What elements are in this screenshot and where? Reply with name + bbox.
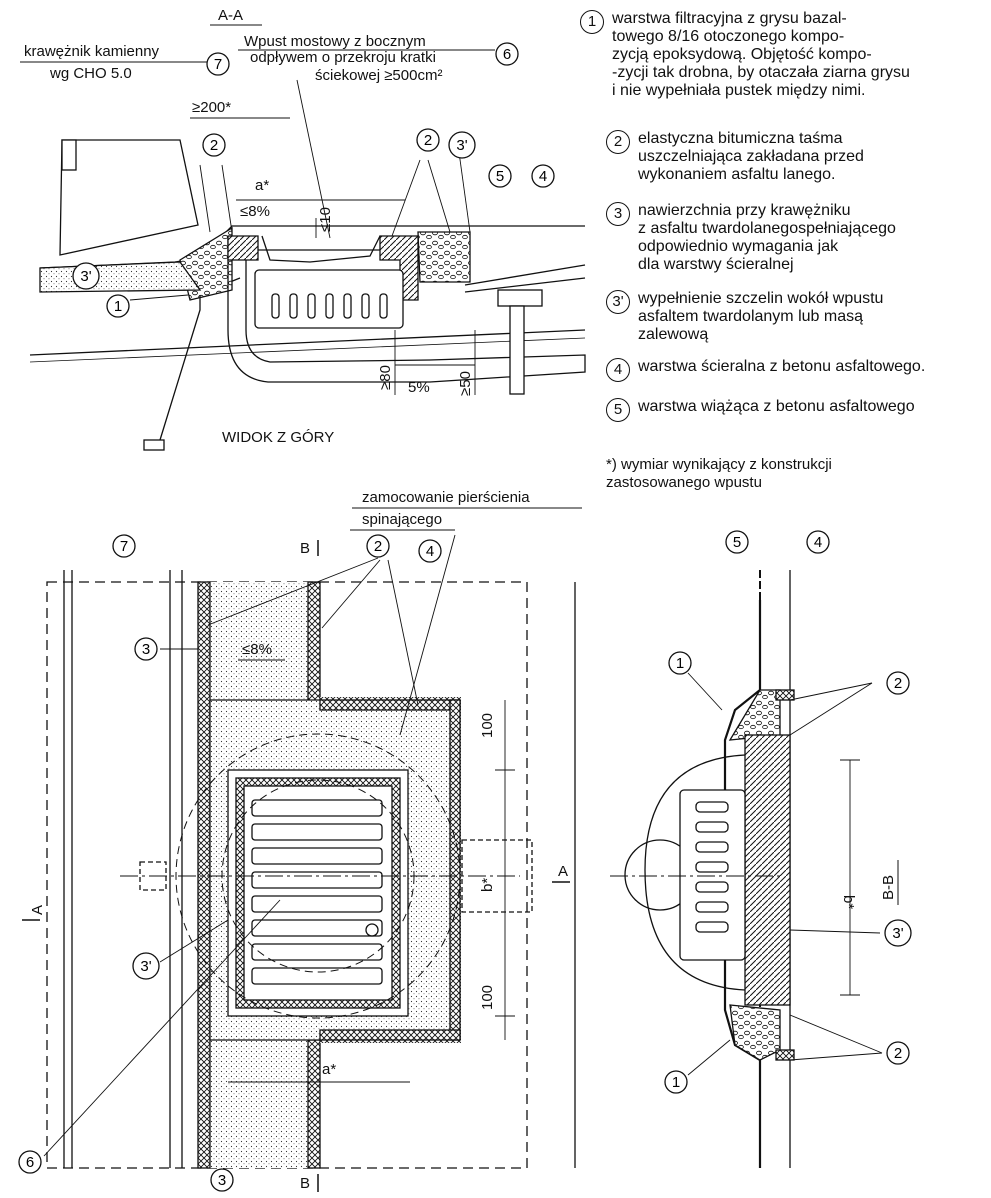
plan-callouts: 7 2 4 3 3' 6 3	[18, 534, 442, 1192]
legend-text: warstwa filtracyjna z grysu bazal- toweg…	[612, 10, 910, 99]
ring-label-1: zamocowanie pierścienia	[362, 489, 530, 506]
plan-callout-3p: 3'	[140, 958, 151, 975]
plan-callout-4: 4	[426, 543, 434, 560]
callout-4: 4	[539, 168, 547, 185]
legend-item-3p: 3' wypełnienie szczelin wokół wpustu asf…	[606, 290, 883, 344]
legend-num: 3	[606, 202, 630, 226]
slope-8-plan: ≤8%	[242, 641, 272, 658]
legend-num: 1	[580, 10, 604, 34]
callout-2-right: 2	[424, 132, 432, 149]
legend-num: 4	[606, 358, 630, 382]
legend-text: warstwa ścieralna z betonu asfaltowego.	[638, 358, 926, 375]
inlet-body	[227, 238, 586, 383]
dim-100-bottom: 100	[479, 985, 496, 1010]
plan-callout-7: 7	[120, 538, 128, 555]
callout-5: 5	[496, 168, 504, 185]
callout-7: 7	[214, 56, 222, 73]
curb-stone	[59, 139, 199, 256]
bb-callout-2-bottom: 2	[894, 1045, 902, 1062]
grate-bars-bb	[695, 801, 729, 933]
curb-ref: wg CHO 5.0	[49, 65, 132, 82]
section-aa	[29, 79, 586, 451]
legend-item-1: 1 warstwa filtracyjna z grysu bazal- tow…	[580, 10, 910, 100]
ring-outline	[175, 733, 461, 1019]
bb-callout-1: 1	[676, 655, 684, 672]
dim-10: ≤10	[317, 207, 334, 232]
legend-text: elastyczna bitumiczna taśma uszczelniają…	[638, 130, 864, 183]
bb-callout-1-bottom: 1	[672, 1074, 680, 1091]
inlet-label-3: ściekowej ≥500cm²	[315, 67, 442, 84]
legend-num: 3'	[606, 290, 630, 314]
section-a-left: A	[29, 905, 46, 915]
deck-bottom-line	[29, 329, 586, 356]
inlet-label-1: Wpust mostowy z bocznym	[244, 33, 426, 50]
outlet-support	[509, 305, 525, 395]
inlet-body-bb	[744, 734, 791, 1006]
section-a-bb: A	[558, 863, 568, 880]
section-aa-callouts: 7 6 2 2 3' 5 4 3' 1	[72, 42, 555, 318]
callout-6: 6	[503, 46, 511, 63]
callout-2-left: 2	[210, 137, 218, 154]
dim-a-plan: a*	[322, 1061, 336, 1078]
legend-num: 2	[606, 130, 630, 154]
dim-50: ≥50	[457, 371, 474, 396]
anchor-rod	[159, 295, 201, 441]
section-bb	[574, 570, 883, 1168]
section-b-bottom: B	[300, 1175, 310, 1192]
ring-label-2: spinającego	[362, 511, 442, 528]
footnote: *) wymiar wynikający z konstrukcji zasto…	[606, 456, 832, 491]
asphalt-surface	[39, 261, 202, 293]
dim-200: ≥200*	[192, 99, 231, 116]
inlet-dome	[644, 754, 746, 991]
slope-8-aa: ≤8%	[240, 203, 270, 220]
filtration-layer-right	[417, 231, 471, 283]
legend-item-2: 2 elastyczna bitumiczna taśma uszczelnia…	[606, 130, 864, 184]
grate-bars-plan	[251, 799, 383, 985]
legend-text: nawierzchnia przy krawężniku z asfaltu t…	[638, 202, 896, 273]
callout-3p-top: 3'	[456, 137, 467, 154]
callout-3p-left: 3'	[80, 268, 91, 285]
dim-80: ≥80	[377, 365, 394, 390]
dim-a-aa: a*	[255, 177, 269, 194]
bb-callout-3p: 3'	[892, 925, 903, 942]
legend-text: wypełnienie szczelin wokół wpustu asfalt…	[638, 290, 884, 343]
curb-label: krawężnik kamienny	[24, 43, 160, 60]
plan-callout-2: 2	[374, 538, 382, 555]
inlet-label-2: odpływem o przekroju kratki	[250, 49, 436, 66]
bb-callout-5: 5	[733, 534, 741, 551]
dim-b-plan: b*	[479, 878, 496, 892]
legend-item-5: 5 warstwa wiążąca z betonu asfaltowego	[606, 398, 915, 422]
legend-item-3: 3 nawierzchnia przy krawężniku z asfaltu…	[606, 202, 896, 274]
section-aa-title: A-A	[218, 7, 243, 24]
section-bb-callouts: 5 4 1 2 3' 1 2	[664, 530, 912, 1094]
legend-num: 5	[606, 398, 630, 422]
plan-callout-6: 6	[26, 1154, 34, 1171]
callout-1: 1	[114, 298, 122, 315]
bb-callout-4: 4	[814, 534, 822, 551]
sealing-tape-left	[197, 581, 211, 1169]
section-bb-title: B-B	[880, 875, 897, 900]
plan-callout-3: 3	[142, 641, 150, 658]
section-b-top: B	[300, 540, 310, 557]
bb-callout-2: 2	[894, 675, 902, 692]
grate-basket	[254, 269, 404, 329]
plan-view	[43, 534, 533, 1169]
slope-5: 5%	[408, 379, 430, 396]
plan-callout-3-bottom: 3	[218, 1172, 226, 1189]
grate-slots	[271, 293, 388, 319]
plan-title: WIDOK Z GÓRY	[222, 429, 334, 446]
dim-100-top: 100	[479, 713, 496, 738]
dim-b-bb: b*	[840, 895, 857, 909]
legend-text: warstwa wiążąca z betonu asfaltowego	[638, 398, 915, 415]
legend-item-4: 4 warstwa ścieralna z betonu asfaltowego…	[606, 358, 925, 382]
